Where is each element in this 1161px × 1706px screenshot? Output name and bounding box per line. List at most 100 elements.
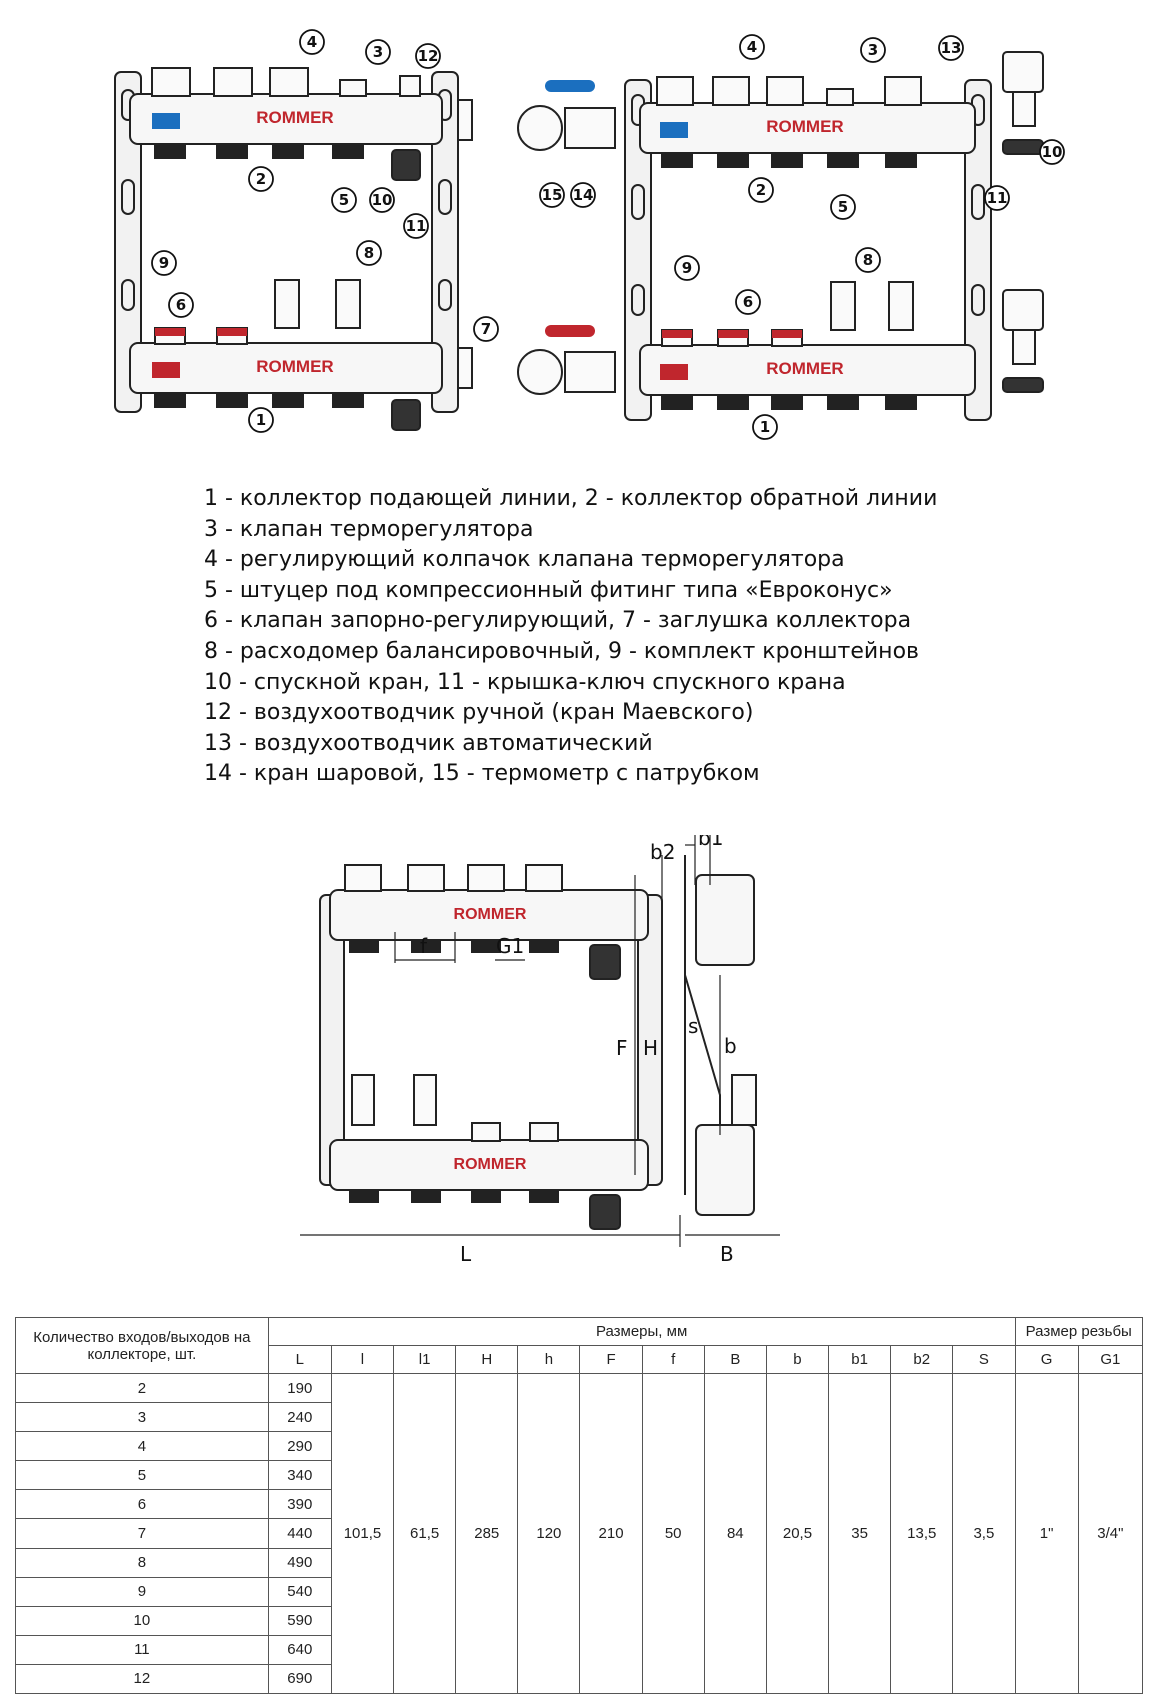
col-header: L: [267, 1345, 332, 1374]
legend-line: 5 - штуцер под компрессионный фитинг тип…: [204, 577, 893, 603]
brand-label-dim-bottom: ROMMER: [454, 1156, 527, 1173]
dim-b2: b2: [650, 840, 675, 864]
legend-line: 4 - регулирующий колпачок клапана термор…: [204, 547, 845, 573]
svg-text:3: 3: [373, 43, 383, 61]
callout-r-3: 3: [860, 37, 886, 63]
header-count: Количество входов/выходов на коллекторе,…: [15, 1317, 269, 1374]
dim-f: f: [420, 934, 428, 958]
dim-B: B: [720, 1242, 734, 1266]
svg-text:4: 4: [747, 38, 757, 56]
dimension-drawing: L B H F f G1 s b b1 b2 ROMMER ROMMER: [300, 835, 780, 1266]
svg-text:9: 9: [159, 254, 169, 272]
callout-2: 2: [248, 166, 274, 192]
callout-r-14: 14: [570, 182, 596, 208]
callout-r-9: 9: [674, 255, 700, 281]
svg-text:13: 13: [941, 39, 962, 57]
legend-line: 13 - воздухоотводчик автоматический: [204, 730, 653, 756]
svg-text:8: 8: [364, 244, 374, 262]
col-header: S: [952, 1345, 1016, 1374]
svg-text:15: 15: [542, 186, 563, 204]
dim-L: L: [460, 1242, 472, 1266]
table-row: 2 190 101,5 61,5 285 120 210 50 84 20,5 …: [15, 1372, 1144, 1695]
callout-11: 11: [403, 213, 429, 239]
col-header: b1: [828, 1345, 892, 1374]
col-header: F: [579, 1345, 643, 1374]
brand-label-dim-top: ROMMER: [454, 906, 527, 923]
legend-line: 14 - кран шаровой, 15 - термометр с патр…: [204, 761, 760, 787]
dim-s: s: [688, 1014, 698, 1038]
dimensions-table: Количество входов/выходов на коллекторе,…: [15, 1317, 1144, 1695]
legend-line: 10 - спускной кран, 11 - крышка-ключ спу…: [204, 669, 846, 695]
svg-text:4: 4: [307, 33, 317, 51]
svg-text:6: 6: [743, 293, 753, 311]
legend-line: 3 - клапан терморегулятора: [204, 516, 534, 542]
col-header: f: [641, 1345, 705, 1374]
callout-5: 5: [331, 187, 357, 213]
svg-text:2: 2: [756, 181, 766, 199]
svg-text:9: 9: [682, 259, 692, 277]
legend-line: 8 - расходомер балансировочный, 9 - комп…: [204, 638, 919, 664]
callout-r-1: 1: [752, 414, 778, 440]
svg-text:3: 3: [868, 41, 878, 59]
svg-text:2: 2: [256, 170, 266, 188]
brand-label-top-2: ROMMER: [766, 117, 843, 136]
manifold-diagram-full: ROMMER ROMMER 1 2 3 4 5 6 8 9 10 11 13 1…: [517, 34, 1065, 440]
callout-r-15: 15: [539, 182, 565, 208]
callout-1: 1: [248, 407, 274, 433]
svg-text:10: 10: [1042, 143, 1063, 161]
svg-text:11: 11: [406, 217, 427, 235]
col-header: b: [765, 1345, 830, 1374]
callout-3: 3: [365, 39, 391, 65]
legend-line: 6 - клапан запорно-регулирующий, 7 - заг…: [204, 608, 912, 634]
svg-text:14: 14: [573, 186, 594, 204]
header-sizes: Размеры, мм: [267, 1317, 1016, 1346]
callout-r-8: 8: [855, 247, 881, 273]
callout-r-6: 6: [735, 289, 761, 315]
col-header: G1: [1077, 1345, 1144, 1374]
callout-r-2: 2: [748, 177, 774, 203]
callout-9: 9: [151, 250, 177, 276]
callout-6: 6: [168, 292, 194, 318]
callout-r-5: 5: [830, 194, 856, 220]
svg-text:5: 5: [838, 198, 848, 216]
dim-F: F: [616, 1036, 628, 1060]
svg-text:1: 1: [760, 418, 770, 436]
parts-legend: 1 - коллектор подающей линии, 2 - коллек…: [204, 484, 1104, 790]
callout-10: 10: [369, 187, 395, 213]
dim-b1: b1: [698, 835, 723, 850]
legend-line: 12 - воздухоотводчик ручной (кран Маевск…: [204, 700, 754, 726]
svg-text:11: 11: [987, 189, 1008, 207]
legend-line: 1 - коллектор подающей линии, 2 - коллек…: [204, 486, 938, 511]
callout-7: 7: [473, 316, 499, 342]
svg-text:6: 6: [176, 296, 186, 314]
svg-text:8: 8: [863, 251, 873, 269]
callout-r-4: 4: [739, 34, 765, 60]
brand-label-top: ROMMER: [256, 108, 333, 127]
dim-H: H: [643, 1036, 658, 1060]
brand-label-bottom-2: ROMMER: [766, 359, 843, 378]
svg-text:12: 12: [418, 47, 439, 65]
svg-text:7: 7: [481, 320, 491, 338]
callout-12: 12: [415, 43, 441, 69]
callout-r-11: 11: [984, 185, 1010, 211]
col-header: l: [330, 1345, 395, 1374]
callout-r-13: 13: [938, 35, 964, 61]
col-header: b2: [890, 1345, 954, 1374]
callout-r-10: 10: [1039, 139, 1065, 165]
manifold-diagram-basic: ROMMER ROMMER 1 2 3 4 5 6 7 8 9 10 11 12: [114, 29, 499, 433]
header-thread: Размер резьбы: [1014, 1317, 1143, 1346]
col-header: h: [517, 1345, 581, 1374]
callout-4: 4: [299, 29, 325, 55]
col-header: l1: [393, 1345, 457, 1374]
svg-text:10: 10: [372, 191, 393, 209]
callout-8: 8: [356, 240, 382, 266]
brand-label-bottom: ROMMER: [256, 357, 333, 376]
